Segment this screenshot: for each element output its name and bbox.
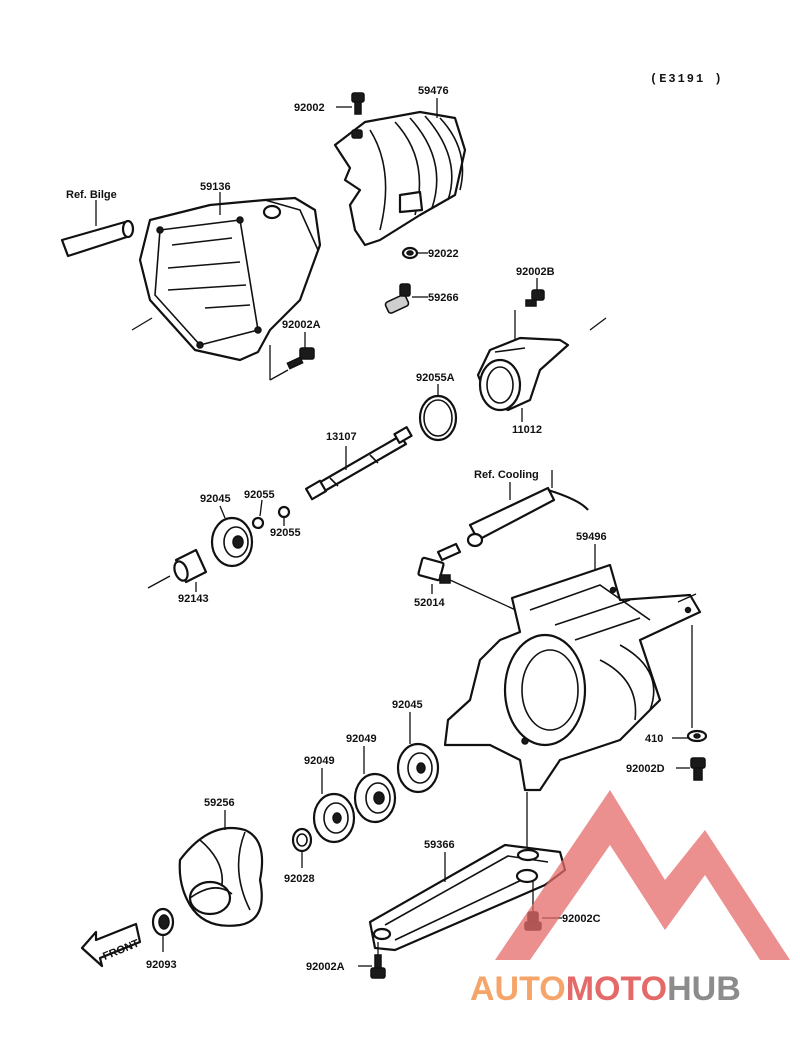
catalog-code: (E3191 ) [650,72,724,86]
label-59136: 59136 [200,181,231,193]
label-92002b: 92002B [516,266,555,278]
label-ref-cooling: Ref. Cooling [474,469,539,481]
pump-body-59496 [443,563,702,792]
label-92055-b: 92055 [270,527,301,539]
bolt-92002a-lower [370,954,386,979]
label-92002c: 92002C [562,913,601,925]
label-92002a-upper: 92002A [282,319,321,331]
nozzle-11012 [476,310,570,412]
label-92002a-lower: 92002A [306,961,345,973]
housing-59476 [333,110,467,247]
washer-410 [686,729,708,743]
label-92093: 92093 [146,959,177,971]
cooling-hose [466,486,589,548]
label-13107: 13107 [326,431,357,443]
label-92002: 92002 [294,102,325,114]
front-arrow-icon: FRONT [80,922,141,968]
label-92049-b: 92049 [304,755,335,767]
label-92055-a: 92055 [244,489,275,501]
fitting-52014 [417,542,462,584]
label-92022: 92022 [428,248,459,260]
label-92049-a: 92049 [346,733,377,745]
bolt-92002 [351,92,365,115]
watermark-text: AUTOMOTOHUB [470,970,741,1008]
label-59256: 59256 [204,797,235,809]
o-ring-92055a [418,394,458,442]
bolt-92002a-upper [286,347,315,370]
bilge-hose [60,219,135,258]
label-59496: 59496 [576,531,607,543]
label-11012: 11012 [512,424,542,436]
cap-92093 [151,907,175,937]
bearing-92049-b [312,792,356,844]
label-92045-upper: 92045 [200,493,231,505]
collar-92028 [291,827,313,853]
label-59476: 59476 [418,85,449,97]
shaft-13107 [304,426,413,501]
bearing-92045-upper [210,516,254,568]
label-410: 410 [645,733,663,745]
bolt-92002d [690,757,706,781]
label-59266: 59266 [428,292,459,304]
label-59366: 59366 [424,839,455,851]
fitting-59266 [384,283,411,314]
circlip-92055-a [251,516,265,530]
label-92055a: 92055A [416,372,455,384]
label-92028: 92028 [284,873,315,885]
label-92045-lower: 92045 [392,699,423,711]
circlip-92055-b [277,505,291,519]
label-92002d: 92002D [626,763,665,775]
impeller-59256 [178,826,264,927]
label-52014: 52014 [414,597,445,609]
watermark-logo [495,790,790,960]
washer-92022 [401,246,419,260]
label-ref-bilge: Ref. Bilge [66,189,117,201]
label-92143: 92143 [178,593,209,605]
bearing-92049-a [353,772,397,824]
pump-case-59136 [138,196,322,362]
bearing-92045-lower [396,742,440,794]
sleeve-92143 [173,548,208,584]
bolt-92002b [525,289,545,307]
